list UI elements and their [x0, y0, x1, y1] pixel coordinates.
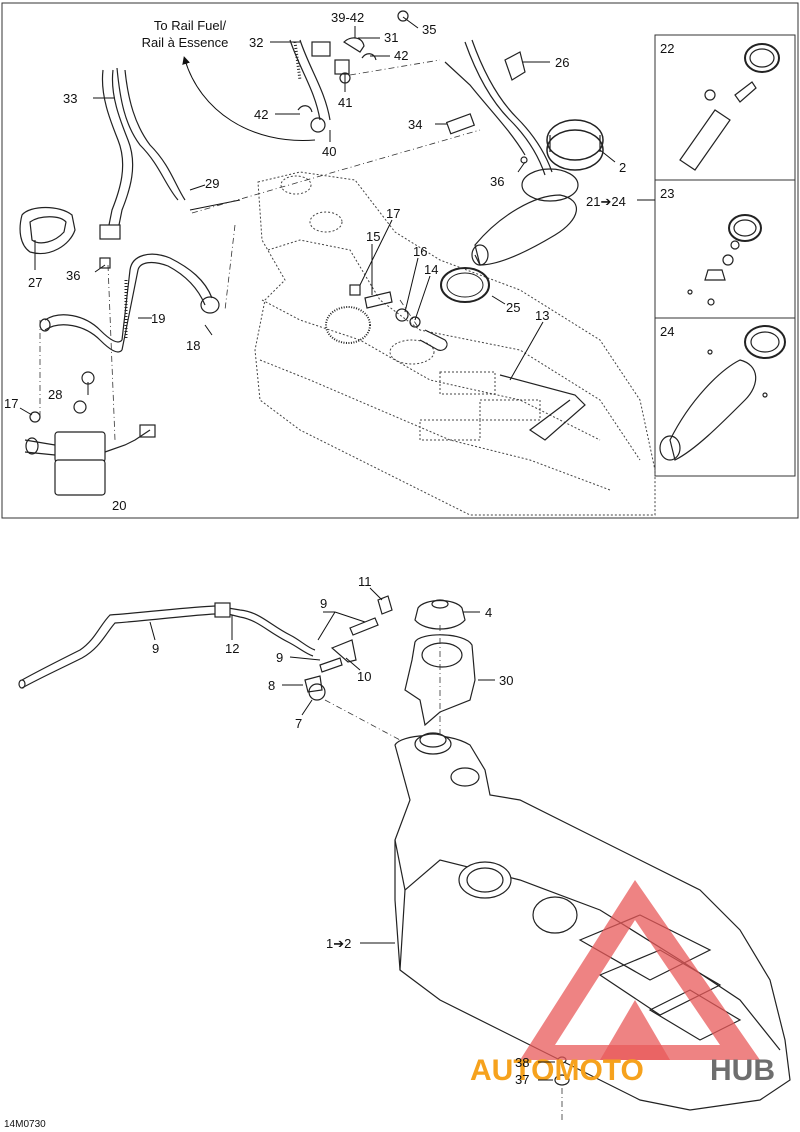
inset-24-parts [659, 325, 786, 461]
callout-2: 2 [619, 160, 626, 175]
callout-41: 41 [338, 95, 352, 110]
inset-23-parts [687, 214, 762, 306]
bottom-alignment-lines [324, 625, 563, 1120]
callout-10: 10 [357, 669, 371, 684]
inset-label-22: 22 [660, 41, 674, 56]
callout-38: 38 [515, 1055, 529, 1070]
inset-boxes [654, 34, 796, 477]
vent-fittings [304, 595, 393, 701]
callout-7: 7 [295, 716, 302, 731]
callout-9b: 9 [152, 641, 159, 656]
callout-25: 25 [506, 300, 520, 315]
callout-36b: 36 [66, 268, 80, 283]
callout-9c: 9 [276, 650, 283, 665]
callout-34: 34 [408, 117, 422, 132]
fuel-tank-dotted [254, 171, 656, 516]
callout-9: 9 [320, 596, 327, 611]
tank-fittings [325, 284, 586, 441]
direction-arrow [182, 56, 316, 141]
inset-22-parts [679, 43, 780, 171]
callout-12: 12 [225, 641, 239, 656]
callout-39-42: 39-42 [331, 10, 364, 25]
top-leader-lines [19, 16, 655, 491]
figure-code: 14M0730 [4, 1119, 46, 1130]
bracket-27 [19, 206, 76, 254]
bottom-leader-lines [149, 587, 555, 1081]
callout-11: 11 [358, 574, 372, 589]
callout-8: 8 [268, 678, 275, 693]
inset-label-23: 23 [660, 186, 674, 201]
fuel-cap-4 [414, 599, 466, 630]
top-labels: To Rail Fuel/ Rail à Essence 39-42 35 32… [4, 10, 674, 513]
ring-25 [440, 267, 490, 303]
bottom-panel: AUTOMOTO HUB 1 [4, 574, 791, 1130]
fuel-filter-20 [24, 371, 156, 496]
callout-1-2: 1➔2 [326, 936, 351, 951]
fuel-tank-main [394, 732, 791, 1111]
callout-30: 30 [499, 673, 513, 688]
callout-28: 28 [48, 387, 62, 402]
direction-note-line1: To Rail Fuel/ [154, 18, 227, 33]
watermark-text-primary: AUTOMOTO [470, 1054, 644, 1087]
callout-37: 37 [515, 1072, 529, 1087]
callout-31: 31 [384, 30, 398, 45]
callout-20: 20 [112, 498, 126, 513]
vent-hose-9 [18, 602, 316, 689]
callout-16: 16 [413, 244, 427, 259]
callout-42: 42 [394, 48, 408, 63]
callout-27: 27 [28, 275, 42, 290]
inset-label-24: 24 [660, 324, 674, 339]
fuel-pump-assembly [444, 39, 604, 266]
watermark-triangle [520, 880, 760, 1060]
top-alignment-lines [39, 59, 481, 441]
callout-35: 35 [422, 22, 436, 37]
hose-33 [99, 67, 186, 240]
callout-32: 32 [249, 35, 263, 50]
callout-15: 15 [366, 229, 380, 244]
callout-17: 17 [386, 206, 400, 221]
callout-19: 19 [151, 311, 165, 326]
hose-32 [289, 10, 409, 133]
callout-29: 29 [205, 176, 219, 191]
callout-42b: 42 [254, 107, 268, 122]
bottom-labels: 11 9 4 9 12 9 10 8 30 7 1➔2 38 37 [152, 574, 529, 1087]
callout-13: 13 [535, 308, 549, 323]
callout-26: 26 [555, 55, 569, 70]
direction-note-line2: Rail à Essence [142, 35, 229, 50]
top-panel: To Rail Fuel/ Rail à Essence 39-42 35 32… [1, 2, 799, 519]
callout-17b: 17 [4, 396, 18, 411]
callout-4: 4 [485, 605, 492, 620]
watermark: AUTOMOTO HUB [470, 880, 775, 1087]
callout-36: 36 [490, 174, 504, 189]
callout-14: 14 [424, 262, 438, 277]
callout-18: 18 [186, 338, 200, 353]
hose-19 [39, 253, 220, 353]
callout-21-24: 21➔24 [586, 194, 626, 209]
watermark-text-secondary: HUB [710, 1054, 775, 1087]
callout-33: 33 [63, 91, 77, 106]
callout-40: 40 [322, 144, 336, 159]
